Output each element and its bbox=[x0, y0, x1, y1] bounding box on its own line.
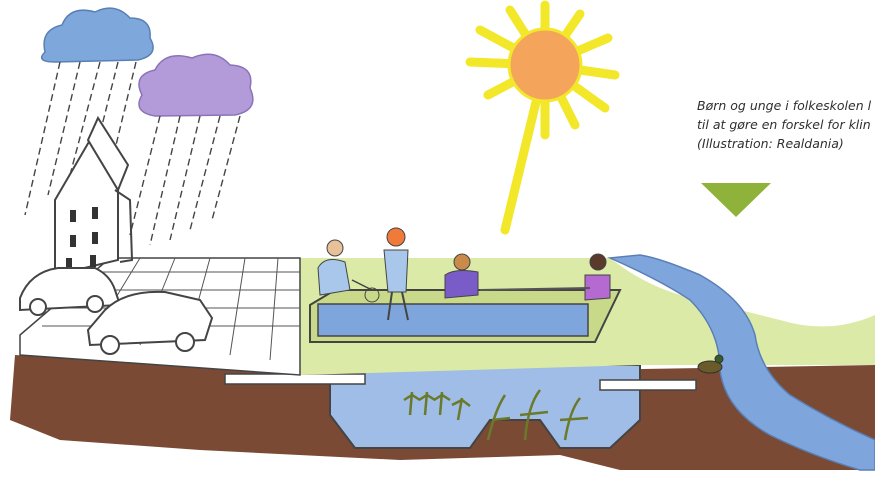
caption-credit: (Illustration: Realdania) bbox=[697, 134, 875, 153]
pond-water bbox=[318, 304, 588, 336]
caption-pointer-icon bbox=[701, 183, 771, 217]
house-icon bbox=[55, 118, 132, 275]
cloud-icon bbox=[139, 54, 253, 116]
caption-line-1: Børn og unge i folkeskolen l bbox=[697, 96, 875, 115]
drain-pipe bbox=[225, 374, 365, 384]
image-caption: Børn og unge i folkeskolen l til at gøre… bbox=[697, 96, 875, 153]
sun-icon bbox=[470, 5, 615, 230]
caption-line-2: til at gøre en forskel for klin bbox=[697, 115, 875, 134]
cloud-icon bbox=[42, 8, 153, 62]
drain-pipe bbox=[600, 380, 696, 390]
